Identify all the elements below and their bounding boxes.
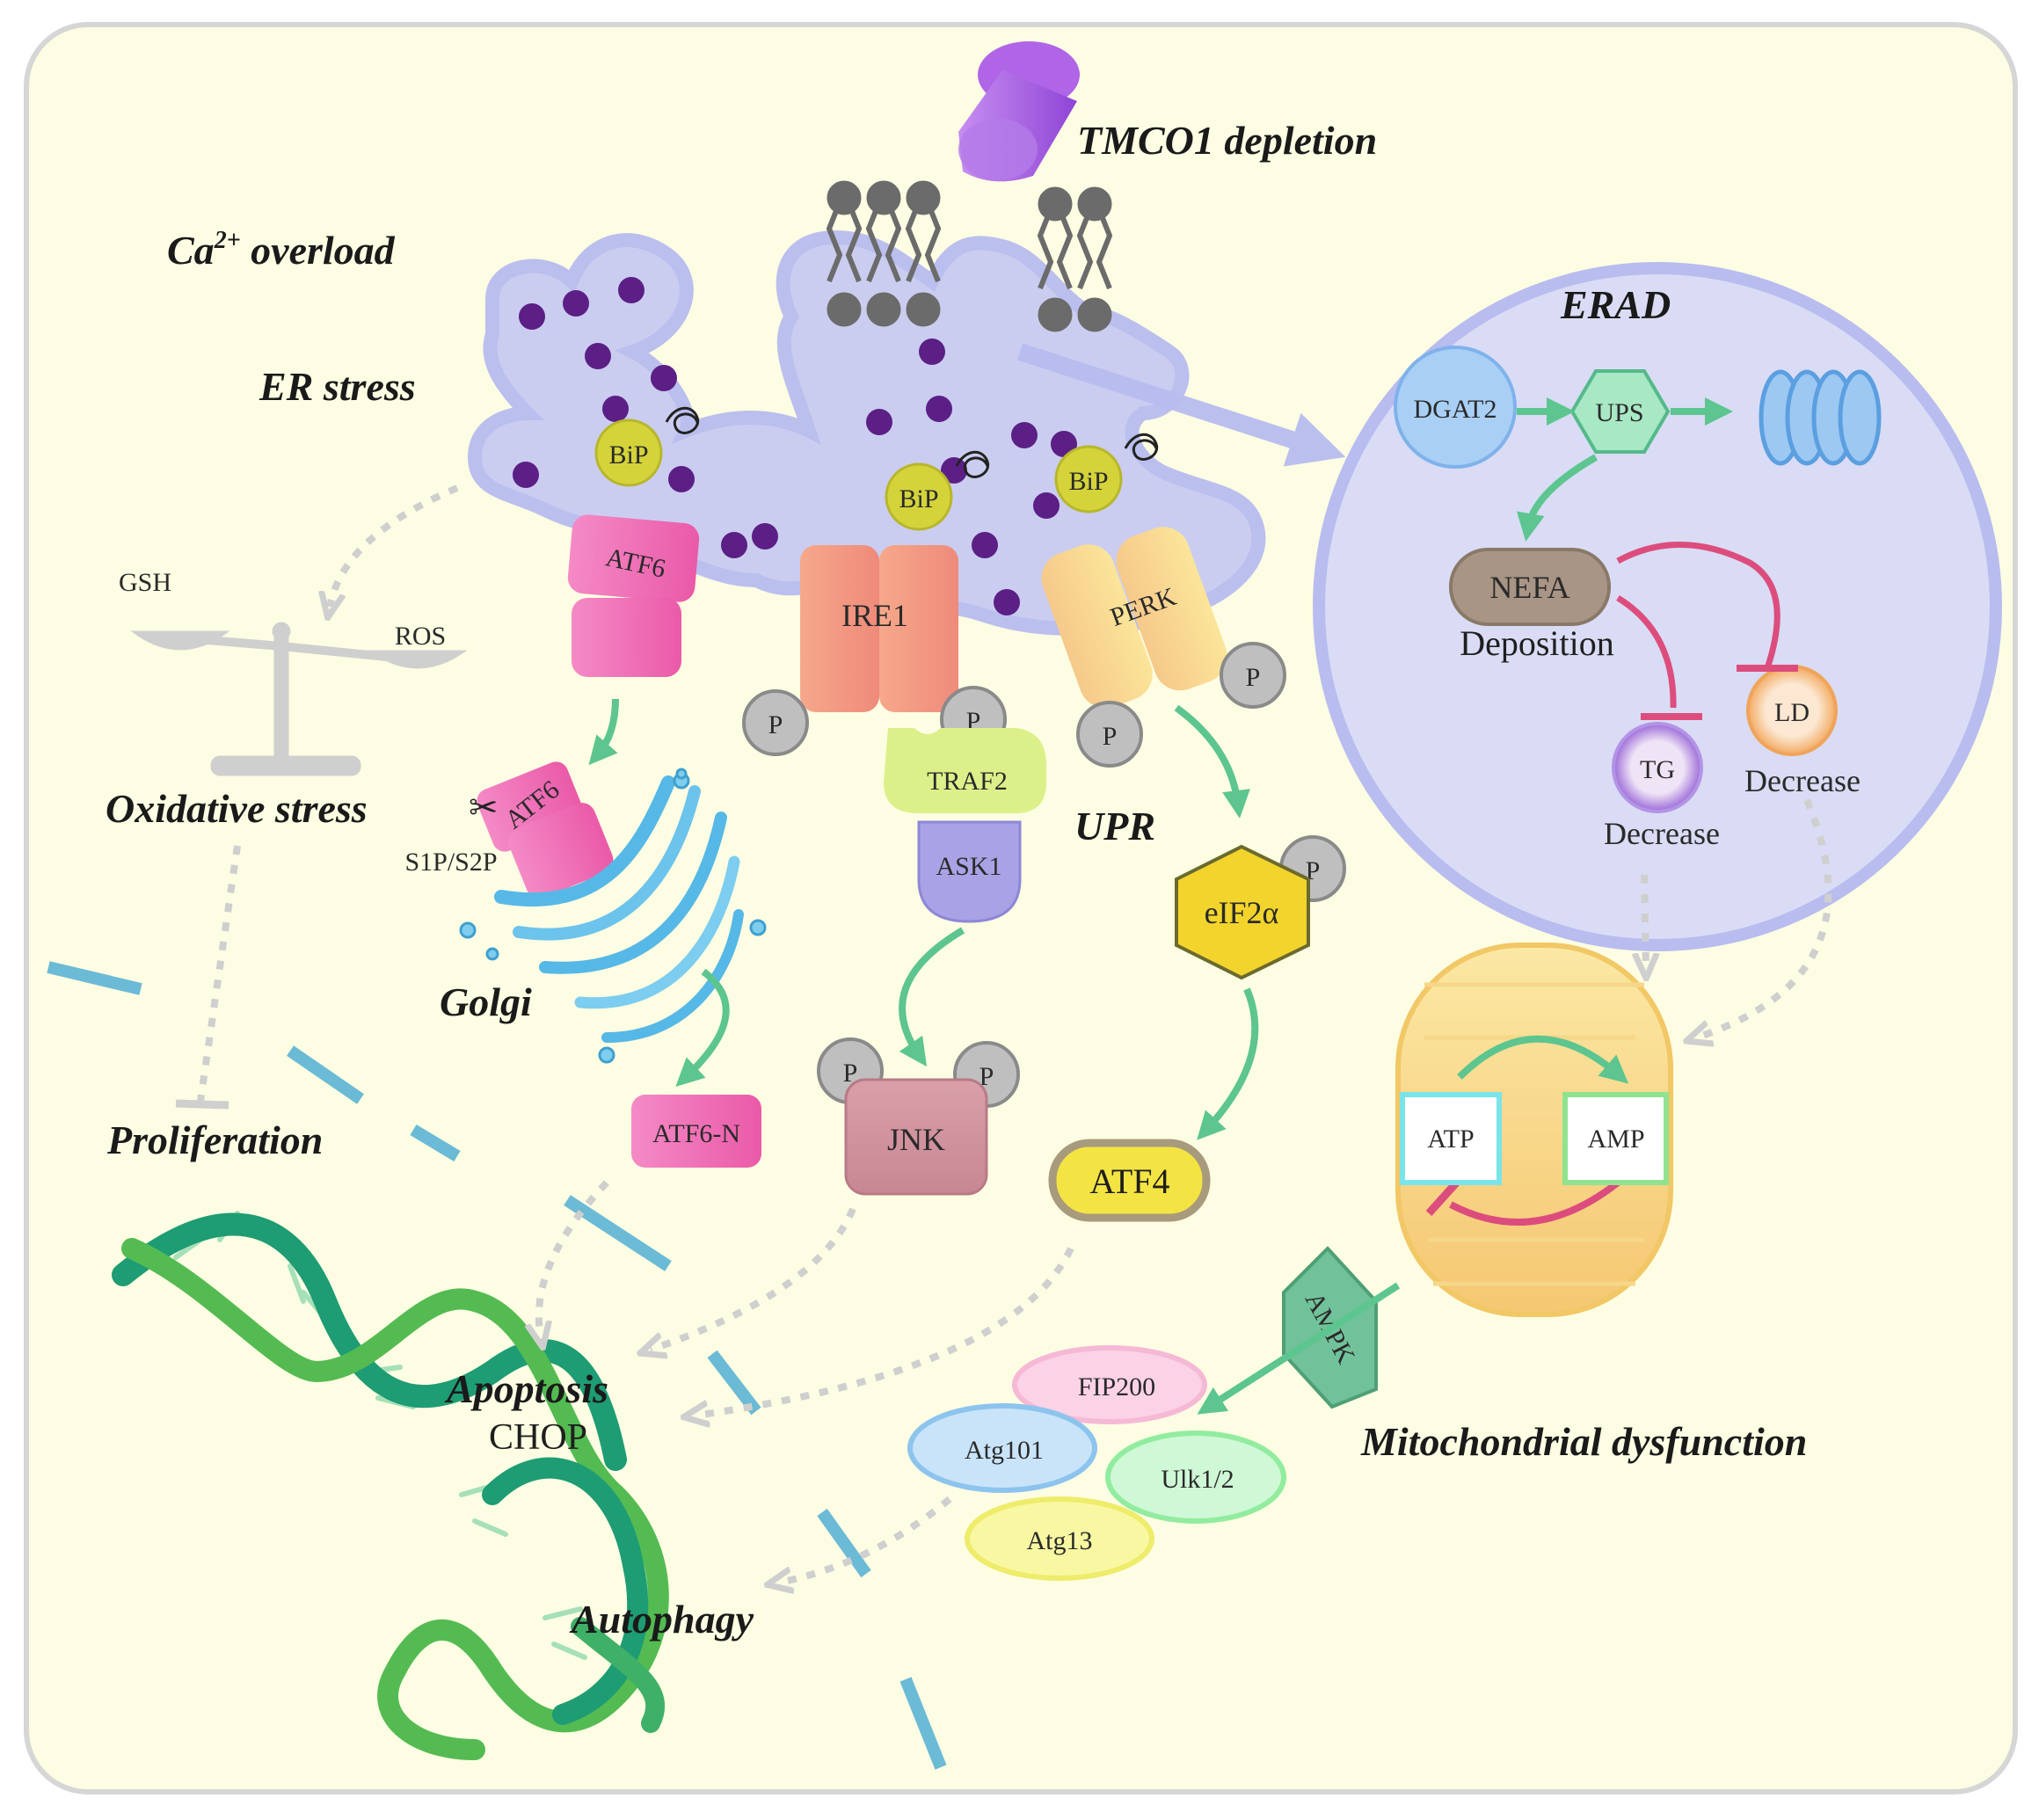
p-label-4: P xyxy=(1246,663,1261,692)
atf6-receptor xyxy=(567,514,700,677)
atf6n-shape xyxy=(631,1095,761,1168)
phosphate-circles xyxy=(742,642,1346,1108)
dgat2-circle xyxy=(1394,346,1517,469)
golgi-apparatus xyxy=(459,768,767,1064)
perk-receptor xyxy=(1041,527,1227,709)
tg-circle xyxy=(1612,722,1703,813)
proliferation-inhibit-bar xyxy=(175,1099,229,1110)
er-stress-label: ER stress xyxy=(259,364,416,409)
gsh-label: GSH xyxy=(119,568,171,597)
amp-inhibit-atp xyxy=(1449,1179,1620,1226)
ups-hexagon xyxy=(1569,369,1671,454)
bip-label-1: BiP xyxy=(608,440,648,470)
upr-label: UPR xyxy=(1074,804,1155,848)
s1p-s2p-label: S1P/S2P xyxy=(404,848,497,877)
p-label-6: P xyxy=(843,1059,858,1088)
ups-label: UPS xyxy=(1595,398,1643,427)
ca-overload-label: Ca2+ overload xyxy=(167,227,396,273)
ca-sup: 2+ xyxy=(214,227,241,254)
fip200-ellipse xyxy=(1012,1345,1207,1424)
traf2-shape xyxy=(884,728,1046,813)
atg13-ellipse xyxy=(965,1496,1154,1581)
ulk12-ellipse xyxy=(1105,1431,1286,1524)
ire1-label: IRE1 xyxy=(841,598,908,633)
chop-label: CHOP xyxy=(489,1417,587,1458)
tg-label: TG xyxy=(1640,755,1675,784)
er-to-erad-arrow xyxy=(1016,343,1346,467)
mitochondrial-dysfunction-label: Mitochondrial dysfunction xyxy=(1360,1419,1807,1464)
ld-label: LD xyxy=(1774,698,1810,727)
ask1-label: ASK1 xyxy=(936,852,1001,881)
eif2a-label: eIF2α xyxy=(1205,895,1279,930)
p-label-3: P xyxy=(1103,722,1118,751)
decrease-ld-label: Decrease xyxy=(1744,763,1861,798)
apoptosis-label: Apoptosis xyxy=(444,1366,608,1411)
atg101-label: Atg101 xyxy=(965,1436,1044,1465)
grey-dashed-arrows xyxy=(197,484,1832,1583)
ulk12-label: Ulk1/2 xyxy=(1161,1465,1234,1494)
golgi-label: Golgi xyxy=(440,979,532,1024)
tmco1-depletion-label: TMCO1 depletion xyxy=(1077,118,1377,163)
atp-to-amp-arrow xyxy=(1457,1035,1629,1084)
ca-rest: overload xyxy=(241,228,396,273)
p-label-7: P xyxy=(979,1062,994,1091)
atf6-cleaved xyxy=(477,761,614,899)
jnk-label: JNK xyxy=(887,1122,945,1157)
atp-label: ATP xyxy=(1427,1125,1474,1154)
balance-scale-icon xyxy=(130,622,468,776)
oxidative-stress-label: Oxidative stress xyxy=(106,786,368,831)
nefa-label: NEFA xyxy=(1489,570,1569,605)
dgat2-label: DGAT2 xyxy=(1414,395,1497,424)
fip200-label: FIP200 xyxy=(1078,1372,1155,1401)
proliferation-label: Proliferation xyxy=(106,1117,323,1162)
dna-helix xyxy=(112,1211,669,1760)
membrane-dashes xyxy=(47,961,947,1770)
jnk-shape xyxy=(844,1078,988,1196)
ros-label: ROS xyxy=(395,622,446,651)
decrease-tg-label: Decrease xyxy=(1604,816,1720,851)
atp-box xyxy=(1400,1092,1502,1185)
bip-label-3: BiP xyxy=(1068,467,1108,496)
atg101-ellipse xyxy=(907,1403,1097,1493)
amp-box xyxy=(1562,1092,1669,1185)
eif2a-hexagon xyxy=(1175,844,1310,980)
atf4-shape xyxy=(1048,1139,1211,1222)
erad-connectors xyxy=(1517,397,1798,720)
traf2-label: TRAF2 xyxy=(927,767,1008,796)
green-arrows xyxy=(588,698,1401,1415)
ire1-receptor xyxy=(800,545,958,712)
bip-group xyxy=(594,406,1159,531)
proteasome-icon xyxy=(1759,369,1882,466)
tmco1-protein xyxy=(958,41,1080,182)
ca-base: Ca xyxy=(167,228,215,273)
amp-label: AMP xyxy=(1587,1125,1644,1154)
ask1-shape xyxy=(917,820,1022,923)
nefa-shape xyxy=(1449,548,1611,626)
scissors-icon: ✂ xyxy=(469,788,499,827)
atf6n-label: ATF6-N xyxy=(652,1119,740,1148)
p-label-1: P xyxy=(768,710,783,739)
atg13-label: Atg13 xyxy=(1027,1526,1093,1555)
autophagy-label: Autophagy xyxy=(569,1597,754,1642)
atf4-label: ATF4 xyxy=(1089,1161,1169,1201)
deposition-label: Deposition xyxy=(1460,623,1614,663)
lipid-bilayer xyxy=(826,180,1113,332)
erad-label: ERAD xyxy=(1560,282,1671,327)
bip-label-2: BiP xyxy=(899,484,938,513)
